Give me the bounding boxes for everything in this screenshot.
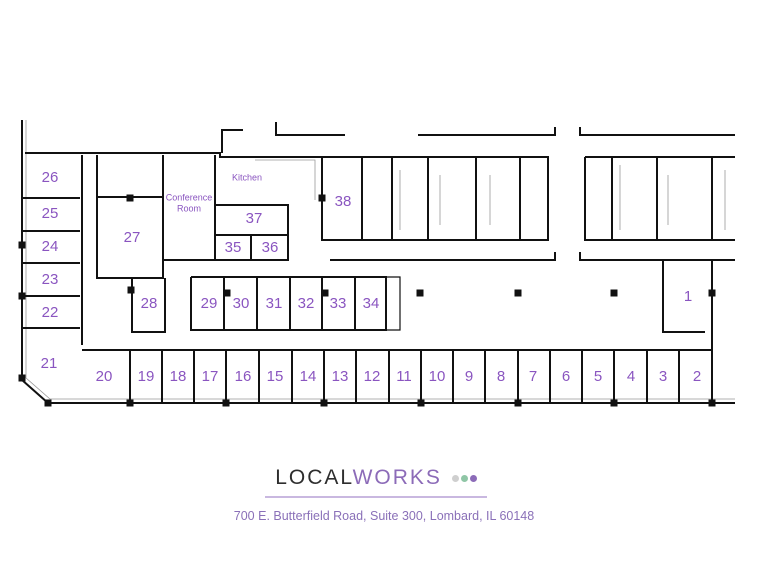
address: 700 E. Butterfield Road, Suite 300, Lomb… bbox=[233, 509, 535, 523]
column bbox=[708, 289, 716, 297]
room-label-25: 25 bbox=[42, 205, 59, 222]
column bbox=[708, 399, 716, 407]
room-labels: Conference Room Kitchen 1234567891011121… bbox=[41, 169, 702, 385]
room-label-17: 17 bbox=[202, 368, 219, 385]
column bbox=[514, 399, 522, 407]
logo-part-local: LOCAL bbox=[275, 466, 353, 489]
room-label-30: 30 bbox=[233, 295, 250, 312]
room-label-7: 7 bbox=[529, 368, 537, 385]
room-label-21: 21 bbox=[41, 355, 58, 372]
room-label-23: 23 bbox=[42, 271, 59, 288]
room-label-11: 11 bbox=[396, 368, 412, 385]
room-label-12: 12 bbox=[364, 368, 381, 385]
column bbox=[514, 289, 522, 297]
floor-plan: Conference Room Kitchen 1234567891011121… bbox=[18, 120, 735, 407]
room-label-31: 31 bbox=[266, 295, 283, 312]
column bbox=[18, 374, 26, 382]
room-label-28: 28 bbox=[141, 295, 158, 312]
column bbox=[318, 194, 326, 202]
room-label-35: 35 bbox=[225, 239, 242, 256]
room-label-22: 22 bbox=[42, 304, 59, 321]
room-label-36: 36 bbox=[262, 239, 279, 256]
room-label-24: 24 bbox=[42, 238, 59, 255]
room-label-26: 26 bbox=[42, 169, 59, 186]
room-label-10: 10 bbox=[429, 368, 446, 385]
column bbox=[18, 292, 26, 300]
room-label-20: 20 bbox=[96, 368, 113, 385]
walls bbox=[21, 120, 735, 404]
logo-dot-gray bbox=[451, 474, 459, 482]
room-label-16: 16 bbox=[235, 368, 252, 385]
column bbox=[126, 399, 134, 407]
room-label-6: 6 bbox=[562, 368, 570, 385]
column bbox=[126, 194, 134, 202]
room-label-2: 2 bbox=[693, 368, 701, 385]
room-label-13: 13 bbox=[332, 368, 349, 385]
room-label-33: 33 bbox=[330, 295, 347, 312]
room-label-9: 9 bbox=[465, 368, 473, 385]
room-label-38: 38 bbox=[335, 193, 352, 210]
room-label-4: 4 bbox=[627, 368, 635, 385]
room-label-19: 19 bbox=[138, 368, 155, 385]
room-label-3: 3 bbox=[659, 368, 667, 385]
localworks-logo: LOCALWORKS bbox=[265, 466, 487, 490]
column bbox=[44, 399, 52, 407]
structural-columns bbox=[18, 194, 716, 407]
column bbox=[320, 399, 328, 407]
conference-room-label-1: Conference bbox=[166, 192, 213, 202]
column bbox=[321, 289, 329, 297]
room-label-37: 37 bbox=[246, 210, 263, 227]
room-label-8: 8 bbox=[497, 368, 505, 385]
room-label-15: 15 bbox=[267, 368, 284, 385]
logo-dot-purple bbox=[469, 474, 477, 482]
room-label-1: 1 bbox=[684, 288, 692, 305]
column bbox=[610, 399, 618, 407]
room-label-34: 34 bbox=[363, 295, 380, 312]
column bbox=[222, 399, 230, 407]
room-label-27: 27 bbox=[124, 229, 141, 246]
room-label-29: 29 bbox=[201, 295, 218, 312]
room-label-14: 14 bbox=[300, 368, 317, 385]
logo-dot-green bbox=[460, 474, 468, 482]
logo-divider bbox=[265, 496, 487, 498]
column bbox=[127, 286, 135, 294]
column bbox=[417, 399, 425, 407]
column bbox=[416, 289, 424, 297]
kitchen-label: Kitchen bbox=[232, 172, 262, 182]
office-dividers bbox=[129, 350, 680, 403]
column bbox=[610, 289, 618, 297]
room-label-32: 32 bbox=[298, 295, 315, 312]
column bbox=[223, 289, 231, 297]
room-label-5: 5 bbox=[594, 368, 602, 385]
room-label-18: 18 bbox=[170, 368, 187, 385]
column bbox=[18, 241, 26, 249]
conference-room-label-2: Room bbox=[177, 203, 201, 213]
logo-part-works: WORKS bbox=[352, 466, 442, 489]
